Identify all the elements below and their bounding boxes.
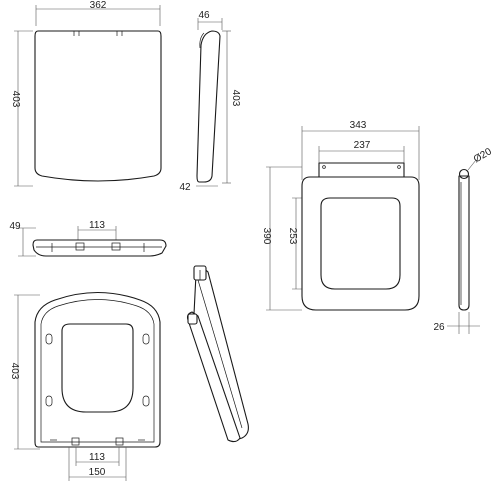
bolt-diameter-label: Ø20: [472, 146, 494, 165]
lid-side-view: 46 403 42: [179, 10, 241, 193]
underside-view: 403 113 150: [9, 291, 161, 481]
rear-outline: [32, 239, 167, 257]
lid-side-bottom-label: 42: [179, 182, 191, 193]
seat-side-view: Ø20 26: [433, 146, 494, 334]
rear-view: 49 113: [9, 220, 167, 257]
seat-outline: [301, 176, 420, 311]
underside-hinge-width-label: 150: [89, 467, 106, 478]
hinge-bolt-circle: [458, 168, 470, 180]
lid-side-outline: [196, 30, 221, 183]
lid-outline: [34, 30, 162, 182]
seat-outer-height-label: 390: [261, 228, 272, 245]
lid-top-view: 362 403: [10, 0, 162, 187]
perspective-side-view: [186, 265, 249, 443]
seat-opening: [320, 197, 401, 290]
lid-side-top-label: 46: [198, 10, 210, 21]
lid-side-height-label: 403: [230, 90, 241, 107]
underside-outline: [34, 291, 161, 448]
underside-hinge-spacing-label: 113: [89, 452, 105, 463]
seat-top-view: 343 237 218 390 253: [261, 120, 420, 311]
seat-inner-height-label: 253: [287, 228, 298, 245]
seat-thickness-label: 26: [433, 322, 445, 333]
underside-opening: [61, 323, 134, 413]
lid-height-label: 403: [10, 91, 21, 108]
seat-hinge-width-label: 237: [354, 140, 371, 151]
seat-outer-width-label: 343: [350, 120, 367, 131]
seat-side-outline: [458, 175, 470, 311]
rear-hinge-spacing-label: 113: [89, 220, 105, 231]
lid-width-label: 362: [90, 0, 107, 11]
rear-height-label: 49: [9, 221, 21, 232]
seat-hinge-plate: [318, 162, 405, 178]
underside-height-label: 403: [9, 363, 20, 380]
